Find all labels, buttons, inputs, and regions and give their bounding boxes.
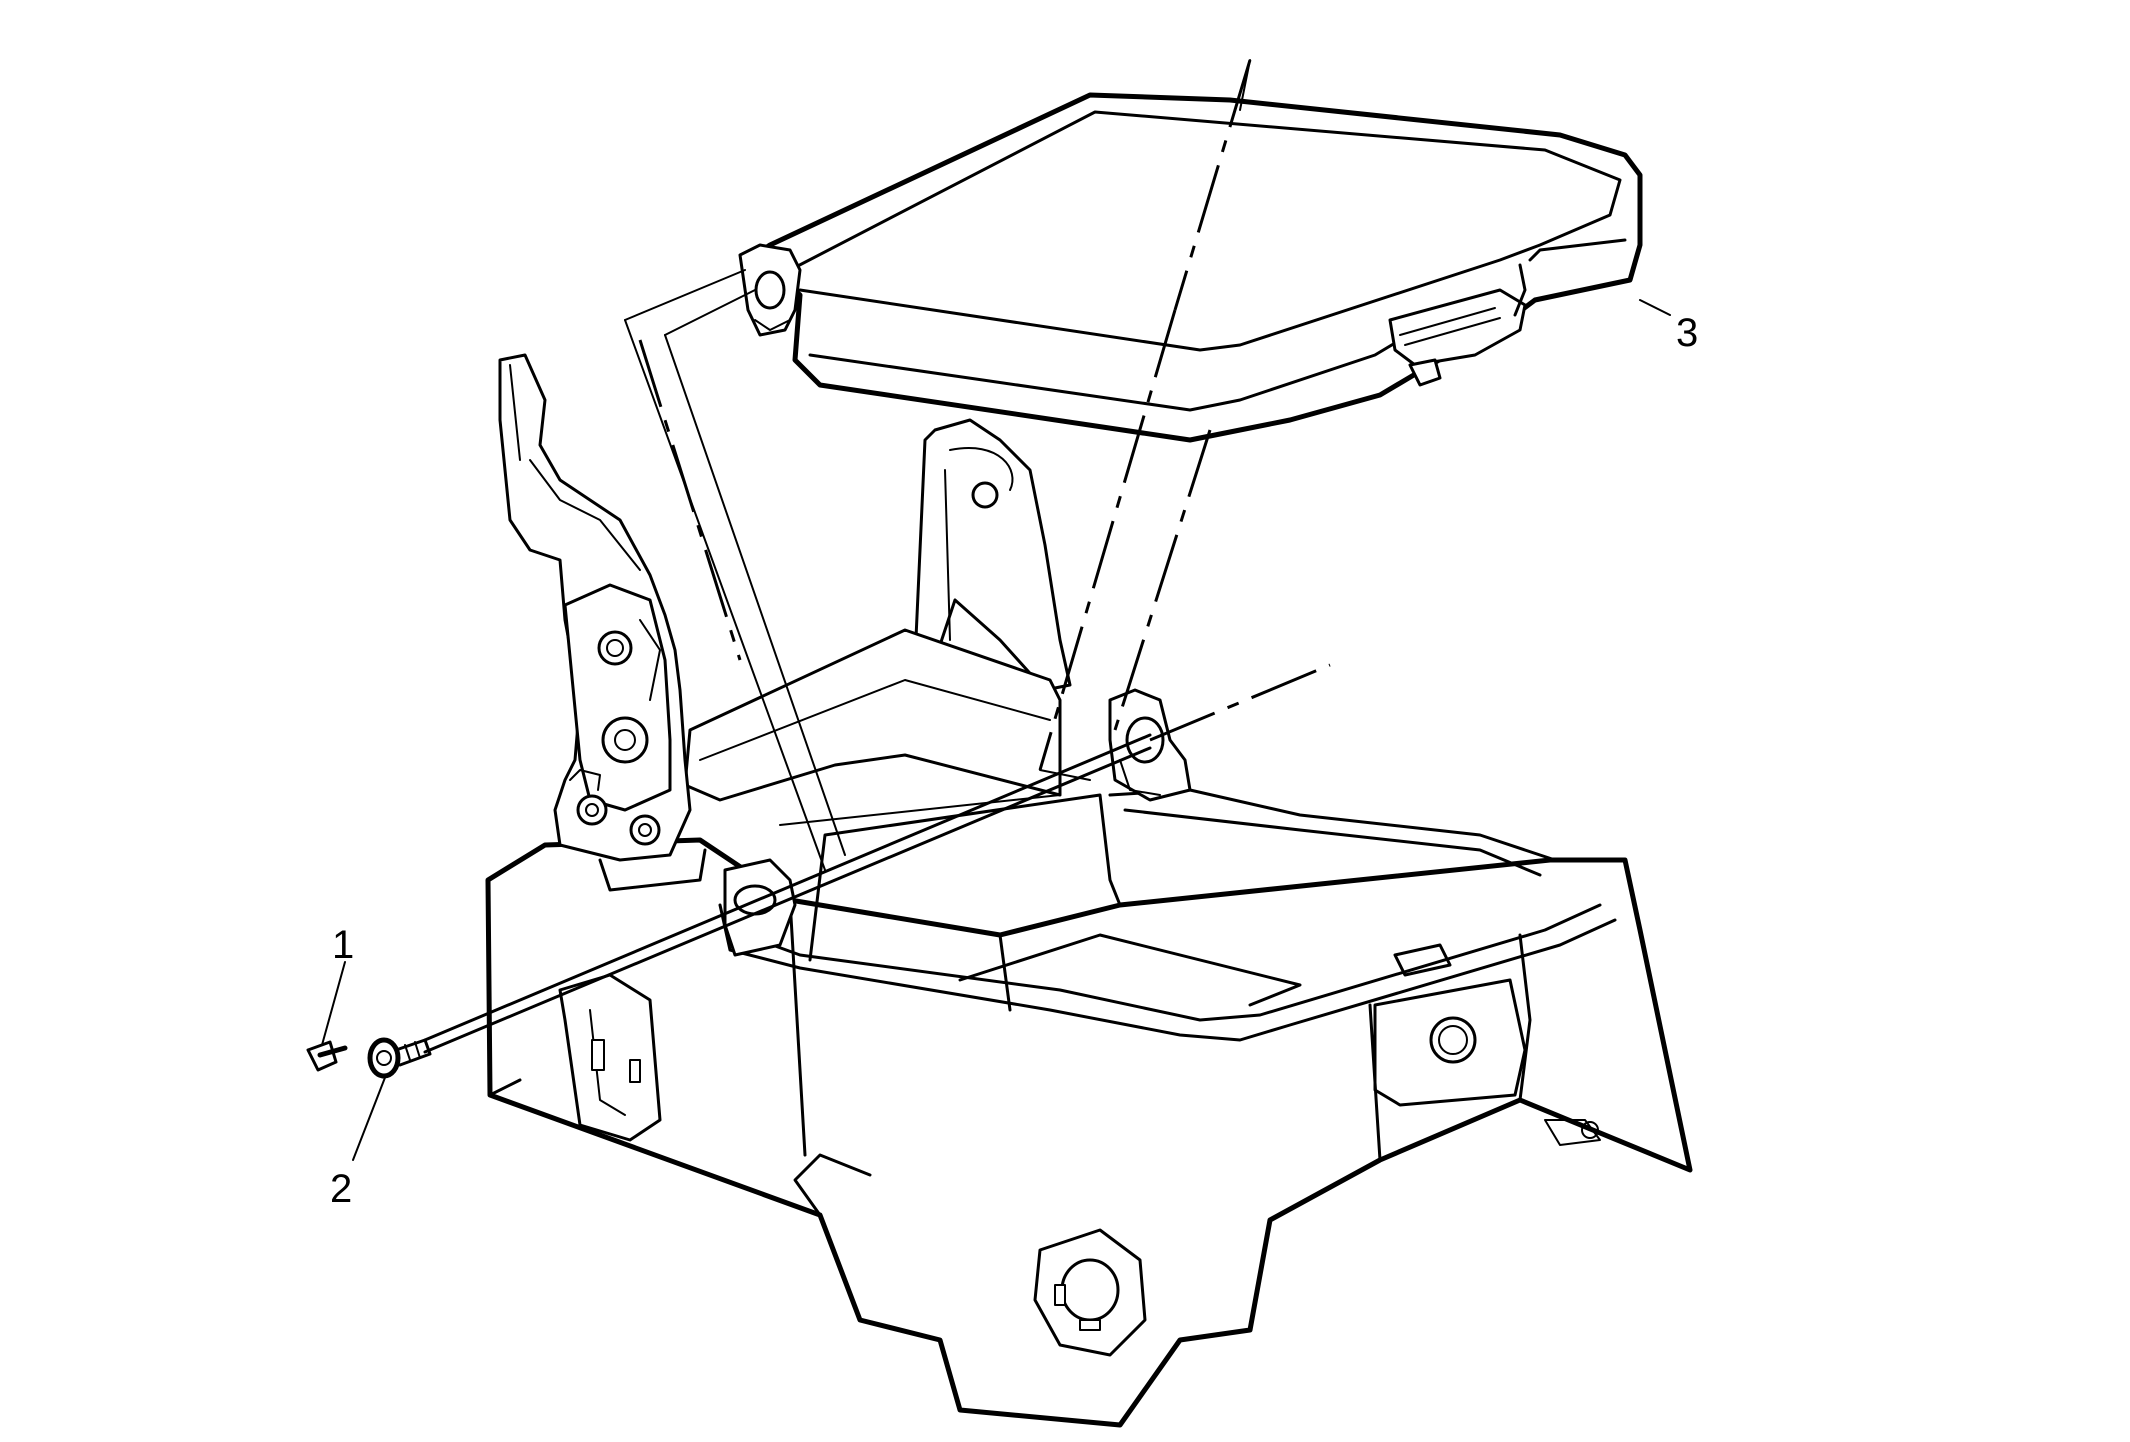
left-hinge-assembly [498, 353, 797, 957]
callout-3: 3 [1676, 311, 1698, 355]
alignment-lines [624, 59, 1252, 871]
right-rear-latch [1108, 688, 1192, 802]
leader-lines [321, 299, 1671, 1161]
leader-line-2 [352, 1074, 387, 1161]
rear-panel [683, 628, 1062, 826]
leader-line-1 [321, 961, 346, 1046]
fastener-1 [306, 1040, 348, 1072]
console-lid [738, 92, 1643, 443]
hinge-rod [423, 663, 1331, 1054]
callout-1: 1 [332, 923, 354, 967]
callout-2: 2 [330, 1167, 352, 1211]
console-body [485, 788, 1693, 1428]
leader-line-3 [1639, 299, 1671, 316]
fastener-2 [367, 1037, 432, 1079]
